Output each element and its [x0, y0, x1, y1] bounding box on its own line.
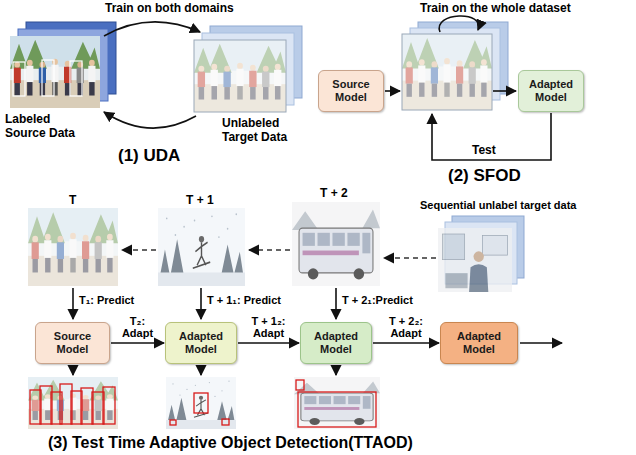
model-box: Adapted Model	[165, 322, 237, 364]
box-text: Source Model	[40, 330, 105, 356]
output-arrow	[335, 365, 337, 375]
annotation: Sequential unlabel target data	[420, 199, 576, 212]
predict-label: T + 1₁: Predict	[207, 294, 281, 307]
box-text: Adapted Model	[445, 330, 513, 356]
test-arrow	[432, 113, 551, 160]
sequence-stack	[438, 216, 524, 292]
frame-sketch	[28, 208, 118, 286]
dashed-arrow	[384, 257, 436, 259]
dataset-stack	[402, 22, 508, 110]
edge-annotation: Test	[472, 143, 496, 157]
time-step: T + 2	[320, 186, 348, 200]
edge-label: T + 2₂: Adapt	[376, 315, 436, 340]
predict-label: T + 2₁:Predict	[342, 294, 413, 307]
frame-t	[28, 208, 118, 286]
predict-arrow	[72, 288, 74, 319]
flow-arrow	[493, 90, 516, 92]
image-frame	[402, 34, 492, 110]
model-box: Source Model	[35, 322, 110, 364]
detection-boxes	[170, 393, 229, 425]
frame-sketch	[294, 377, 380, 429]
continue-arrow	[520, 342, 562, 344]
panel-caption: (1) UDA	[118, 146, 180, 166]
adapt-arrow	[111, 342, 164, 344]
frame-sketch	[438, 228, 512, 292]
time-step: T + 1	[186, 193, 214, 207]
annotation: Train on the whole dataset	[420, 1, 571, 15]
box-text: Source Model	[323, 78, 379, 104]
predict-arrow	[335, 288, 337, 319]
data-label: Unlabeled Target Data	[222, 116, 304, 145]
panel-caption: (3) Test Time Adaptive Object Detection(…	[48, 433, 413, 452]
panel-caption: (2) SFOD	[448, 166, 521, 186]
target-image-stack	[194, 26, 302, 112]
box-text: Adapted Model	[170, 330, 232, 356]
sketch-ground	[28, 377, 118, 429]
annotation-boxes	[13, 60, 82, 96]
frame-t1	[158, 208, 245, 286]
model-box: Adapted Model	[518, 70, 584, 112]
edge-label: T₂: Adapt	[114, 315, 161, 340]
detections-t1	[166, 377, 236, 429]
predict-arrow	[200, 288, 202, 319]
train-arc	[104, 112, 196, 128]
train-arc	[104, 22, 200, 36]
edge-label: T + 1₂: Adapt	[241, 315, 296, 340]
source-image-stack	[10, 22, 116, 108]
output-arrow	[200, 365, 202, 375]
detections-t2	[294, 377, 380, 429]
predict-arrows	[73, 288, 562, 375]
sequence-arrows	[122, 250, 436, 258]
frame-sketch	[158, 208, 245, 286]
sketch-ground	[194, 40, 286, 112]
predict-label: T₁: Predict	[79, 294, 134, 307]
frame-sketch	[166, 377, 236, 429]
output-arrow	[72, 365, 74, 375]
flow-arrow	[385, 90, 400, 92]
box-text: Adapted Model	[305, 330, 367, 356]
dashed-arrow	[122, 249, 156, 251]
frame-sketch	[28, 377, 118, 429]
self-train-loop	[439, 16, 479, 32]
data-label: Labeled Source Data	[5, 112, 77, 141]
dashed-arrow	[249, 249, 290, 251]
model-box: Source Model	[318, 70, 384, 112]
target-sketch	[402, 34, 492, 110]
box-text: Adapted Model	[523, 78, 579, 104]
annotation: Train on both domains	[105, 1, 234, 15]
time-step: T	[69, 193, 76, 207]
adapt-arrow	[238, 342, 299, 344]
source-photo	[10, 36, 100, 108]
model-box: Adapted Model	[440, 322, 518, 364]
frame-sketch	[292, 202, 380, 286]
frame-t2	[292, 202, 380, 286]
detection-boxes	[30, 384, 115, 424]
detection-boxes	[296, 380, 376, 427]
target-sketch	[194, 40, 286, 112]
detections-t	[28, 377, 118, 429]
model-box: Adapted Model	[300, 322, 372, 364]
adapt-arrow	[373, 342, 439, 344]
image-frame	[194, 40, 286, 112]
sketch-ground	[402, 34, 492, 110]
sketch-ground	[28, 208, 118, 286]
